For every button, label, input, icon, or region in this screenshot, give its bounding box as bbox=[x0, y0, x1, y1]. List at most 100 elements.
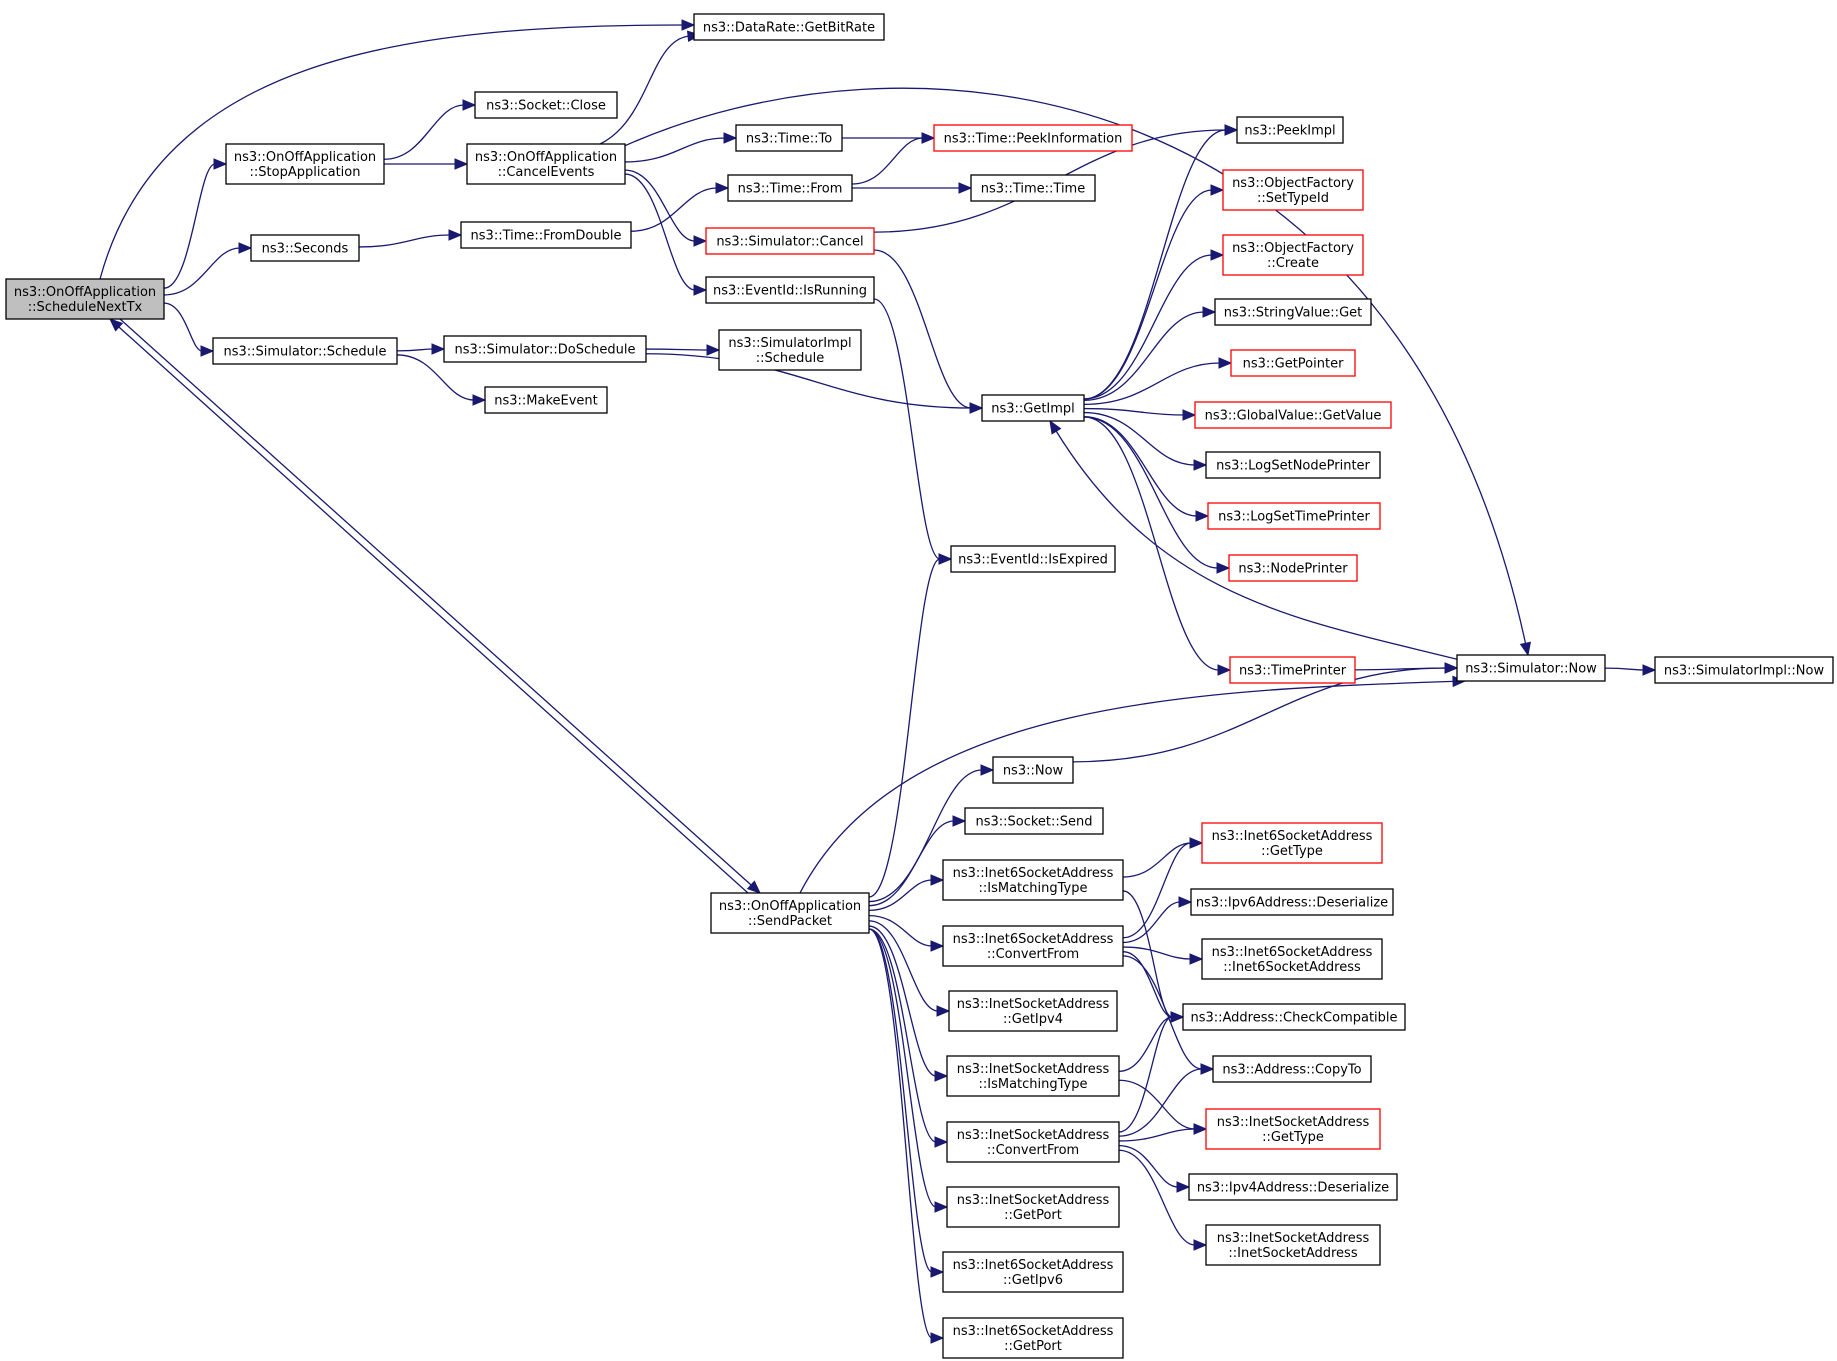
edge-line bbox=[1122, 946, 1192, 960]
node-checkcompat[interactable]: ns3::Address::CheckCompatible bbox=[1182, 1003, 1406, 1031]
edge-line bbox=[163, 302, 203, 352]
node-simnow[interactable]: ns3::Simulator::Now bbox=[1456, 654, 1606, 682]
edge-line bbox=[1083, 407, 1185, 416]
edge-sendpacket-to-socketsend bbox=[868, 815, 967, 907]
node-peekinfo[interactable]: ns3::Time::PeekInformation bbox=[933, 124, 1133, 152]
node-now[interactable]: ns3::Now bbox=[992, 756, 1074, 784]
node-simimplnow[interactable]: ns3::SimulatorImpl::Now bbox=[1654, 656, 1834, 684]
node-peekimpl[interactable]: ns3::PeekImpl bbox=[1236, 116, 1344, 144]
node-box bbox=[1214, 298, 1372, 326]
arrowhead bbox=[1193, 1239, 1208, 1251]
node-i4gettype[interactable]: ns3::InetSocketAddress::GetType bbox=[1205, 1108, 1381, 1150]
edge-sendpacket-to-isexpired bbox=[868, 553, 953, 898]
node-box bbox=[933, 124, 1133, 152]
edge-line bbox=[1118, 1128, 1196, 1142]
node-getipv4[interactable]: ns3::InetSocketAddress::GetIpv4 bbox=[948, 990, 1118, 1032]
node-socketclose[interactable]: ns3::Socket::Close bbox=[474, 91, 618, 119]
node-label: ns3::MakeEvent bbox=[494, 394, 598, 409]
node-simcancel[interactable]: ns3::Simulator::Cancel bbox=[705, 227, 875, 255]
node-nodeprinter[interactable]: ns3::NodePrinter bbox=[1228, 554, 1358, 582]
arrowhead bbox=[952, 815, 967, 827]
node-makeevent[interactable]: ns3::MakeEvent bbox=[484, 386, 608, 414]
arrowhead bbox=[930, 1332, 945, 1344]
node-box bbox=[212, 337, 398, 365]
node-timetime[interactable]: ns3::Time::Time bbox=[970, 174, 1096, 202]
edge-i4convert-to-i4ctor bbox=[1118, 1149, 1208, 1251]
node-simschedule[interactable]: ns3::Simulator::Schedule bbox=[212, 337, 398, 365]
node-simimplschedule[interactable]: ns3::SimulatorImpl::Schedule bbox=[718, 329, 862, 371]
node-ipv6deser[interactable]: ns3::Ipv6Address::Deserialize bbox=[1190, 888, 1394, 916]
node-timeprinter[interactable]: ns3::TimePrinter bbox=[1229, 656, 1356, 684]
node-timeto[interactable]: ns3::Time::To bbox=[735, 124, 843, 152]
node-box bbox=[1201, 938, 1383, 980]
node-logtimeprinter[interactable]: ns3::LogSetTimePrinter bbox=[1207, 502, 1381, 530]
arrowhead bbox=[1444, 662, 1459, 674]
node-doschedule[interactable]: ns3::Simulator::DoSchedule bbox=[443, 335, 647, 363]
node-copyto[interactable]: ns3::Address::CopyTo bbox=[1212, 1055, 1372, 1083]
node-box bbox=[950, 545, 1116, 573]
edge-timefrom-to-peekinfo bbox=[851, 132, 936, 185]
node-getbitrate[interactable]: ns3::DataRate::GetBitRate bbox=[693, 13, 885, 41]
node-box bbox=[942, 859, 1124, 901]
node-globalget[interactable]: ns3::GlobalValue::GetValue bbox=[1194, 401, 1392, 429]
arrowhead bbox=[1519, 641, 1531, 657]
node-i6getipv6[interactable]: ns3::Inet6SocketAddress::GetIpv6 bbox=[942, 1251, 1124, 1293]
node-label: ::IsMatchingType bbox=[979, 881, 1088, 896]
node-i6convert[interactable]: ns3::Inet6SocketAddress::ConvertFrom bbox=[942, 925, 1124, 967]
node-stringget[interactable]: ns3::StringValue::Get bbox=[1214, 298, 1372, 326]
edge-i4ismatch-to-i4gettype bbox=[1118, 1079, 1208, 1135]
arrowhead bbox=[1189, 953, 1204, 965]
node-i6ismatch[interactable]: ns3::Inet6SocketAddress::IsMatchingType bbox=[942, 859, 1124, 901]
node-label: ns3::Ipv4Address::Deserialize bbox=[1197, 1181, 1389, 1196]
nodes-layer: ns3::OnOffApplication::ScheduleNextTxns3… bbox=[5, 13, 1834, 1359]
node-box bbox=[946, 1121, 1120, 1163]
node-create[interactable]: ns3::ObjectFactory::Create bbox=[1222, 234, 1364, 276]
node-settypeid[interactable]: ns3::ObjectFactory::SetTypeId bbox=[1222, 169, 1364, 211]
node-i6ctor[interactable]: ns3::Inet6SocketAddress::Inet6SocketAddr… bbox=[1201, 938, 1383, 980]
edge-line bbox=[163, 163, 216, 289]
node-i4ismatch[interactable]: ns3::InetSocketAddress::IsMatchingType bbox=[946, 1055, 1120, 1097]
node-i4ctor[interactable]: ns3::InetSocketAddress::InetSocketAddres… bbox=[1205, 1224, 1381, 1266]
node-socketsend[interactable]: ns3::Socket::Send bbox=[964, 807, 1104, 835]
node-i6getport[interactable]: ns3::Inet6SocketAddress::GetPort bbox=[942, 1317, 1124, 1359]
arrowhead bbox=[200, 345, 215, 357]
edge-line bbox=[868, 928, 937, 1208]
node-box bbox=[1188, 1173, 1398, 1201]
edge-i6convert-to-i6ctor bbox=[1122, 946, 1204, 965]
node-timefrom[interactable]: ns3::Time::From bbox=[727, 174, 853, 202]
node-getpointer[interactable]: ns3::GetPointer bbox=[1230, 349, 1356, 377]
node-label: ns3::Ipv6Address::Deserialize bbox=[1196, 896, 1388, 911]
node-sendpacket[interactable]: ns3::OnOffApplication::SendPacket bbox=[710, 892, 870, 934]
node-ipv4deser[interactable]: ns3::Ipv4Address::Deserialize bbox=[1188, 1173, 1398, 1201]
node-seconds[interactable]: ns3::Seconds bbox=[250, 234, 360, 262]
arrowhead bbox=[238, 242, 253, 254]
node-i4convert[interactable]: ns3::InetSocketAddress::ConvertFrom bbox=[946, 1121, 1120, 1163]
edge-line bbox=[645, 353, 972, 409]
node-getimpl[interactable]: ns3::GetImpl bbox=[981, 394, 1085, 422]
arrowhead bbox=[472, 394, 487, 406]
node-label: ns3::GetPointer bbox=[1243, 357, 1344, 372]
node-box bbox=[474, 91, 618, 119]
arrowhead bbox=[746, 880, 761, 894]
node-fromdouble[interactable]: ns3::Time::FromDouble bbox=[460, 221, 632, 249]
node-cancelevents[interactable]: ns3::OnOffApplication::CancelEvents bbox=[466, 143, 626, 185]
node-stopapp[interactable]: ns3::OnOffApplication::StopApplication bbox=[225, 143, 385, 185]
node-i6gettype[interactable]: ns3::Inet6SocketAddress::GetType bbox=[1201, 822, 1383, 864]
edge-seconds-to-fromdouble bbox=[358, 229, 463, 248]
edge-line bbox=[868, 925, 937, 1077]
edge-getimpl-to-peekimpl bbox=[1083, 124, 1239, 400]
node-label: ns3::Simulator::Cancel bbox=[716, 235, 863, 250]
node-isexpired[interactable]: ns3::EventId::IsExpired bbox=[950, 545, 1116, 573]
edge-line bbox=[799, 680, 1455, 894]
edge-line bbox=[1122, 955, 1203, 1070]
edge-now-to-simnow bbox=[1072, 662, 1459, 763]
node-isrunning[interactable]: ns3::EventId::IsRunning bbox=[705, 276, 875, 304]
node-box bbox=[710, 892, 870, 934]
edge-line bbox=[1083, 411, 1196, 466]
node-lognodeprinter[interactable]: ns3::LogSetNodePrinter bbox=[1205, 451, 1381, 479]
node-box bbox=[5, 278, 165, 320]
edge-line bbox=[358, 234, 451, 248]
node-label: ::CancelEvents bbox=[498, 165, 595, 180]
node-i4getport[interactable]: ns3::InetSocketAddress::GetPort bbox=[946, 1186, 1120, 1228]
edge-i4convert-to-checkcompat bbox=[1118, 1011, 1185, 1133]
